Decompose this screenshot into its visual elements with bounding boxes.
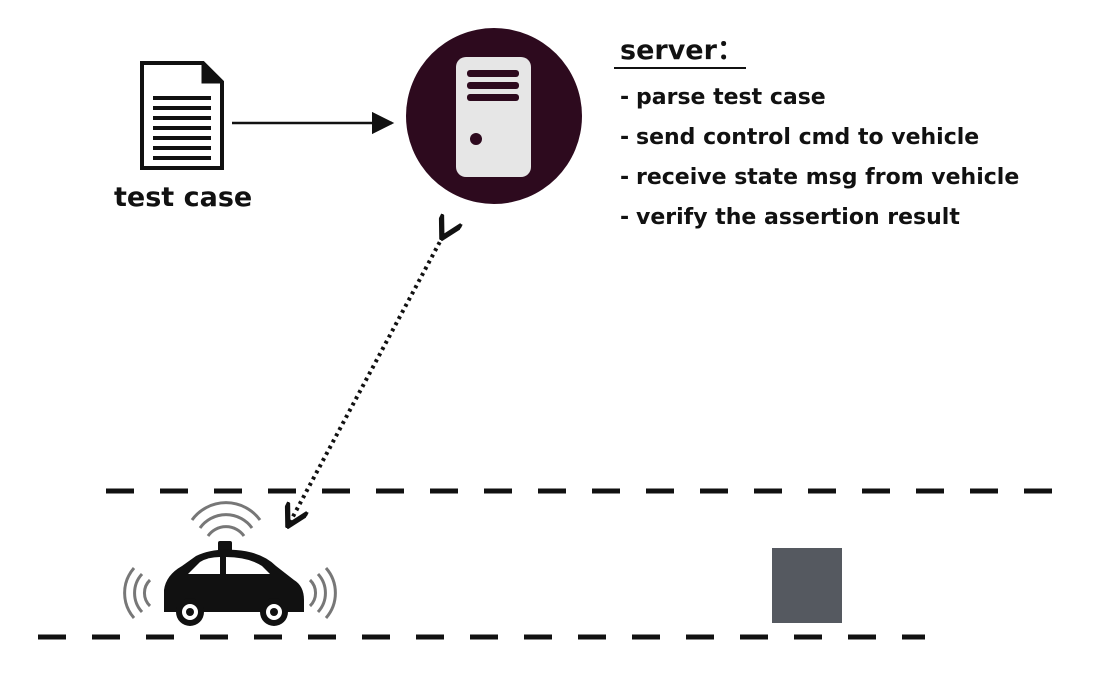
server-title-underline	[614, 67, 746, 69]
server-node	[406, 28, 582, 204]
obstacle-block	[772, 548, 842, 623]
document-label: test case	[114, 182, 253, 213]
server-task-item: -parse test case	[620, 85, 826, 110]
autonomous-car-icon	[123, 501, 337, 626]
server-task-item: -send control cmd to vehicle	[620, 125, 980, 150]
document-icon	[140, 61, 224, 170]
server-title: server：	[620, 35, 744, 66]
server-task-item: -verify the assertion result	[620, 205, 960, 230]
server-task-list: -parse test case -send control cmd to ve…	[620, 78, 1019, 238]
wireless-signal-icon	[190, 501, 262, 537]
server-tower-icon	[456, 57, 531, 177]
server-task-item: -receive state msg from vehicle	[620, 165, 1020, 190]
server-vehicle-link-arrow	[289, 236, 443, 524]
